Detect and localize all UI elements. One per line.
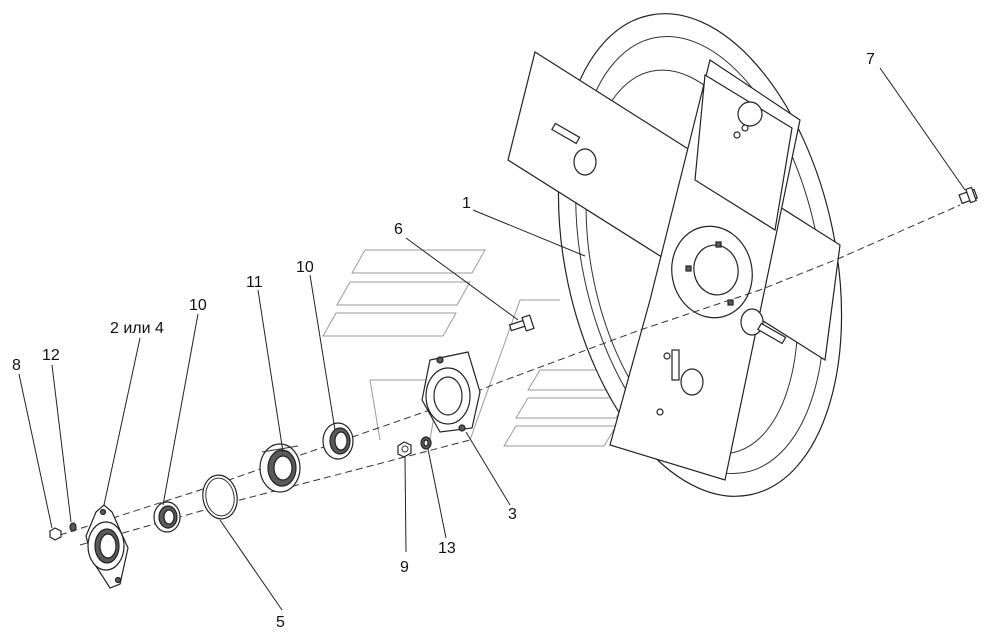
keyhole-slot-bottom bbox=[671, 349, 704, 396]
seal-ring-part-10-left bbox=[153, 501, 181, 533]
flange-cover-part-2-or-4 bbox=[85, 504, 129, 589]
keyhole-slot-left bbox=[551, 122, 597, 176]
callout-10-left: 10 bbox=[189, 297, 207, 314]
callout-labels: 1 6 7 10 11 10 2 или 4 12 8 5 9 13 3 bbox=[12, 51, 875, 631]
washer-part-12 bbox=[69, 522, 77, 532]
callout-9: 9 bbox=[400, 559, 409, 576]
callout-5: 5 bbox=[276, 614, 285, 631]
leader-lines bbox=[18, 67, 966, 611]
seal-ring-part-10-right bbox=[322, 422, 354, 460]
callout-10-right: 10 bbox=[296, 259, 314, 276]
keyhole-slot-right bbox=[740, 308, 787, 345]
nut-part-8 bbox=[49, 527, 62, 541]
washer-part-13 bbox=[420, 436, 432, 450]
callout-2-or-4: 2 или 4 bbox=[110, 320, 164, 337]
callout-11: 11 bbox=[246, 274, 263, 291]
wheel-assembly-part-1 bbox=[507, 13, 843, 497]
callout-13: 13 bbox=[438, 540, 456, 557]
callout-8: 8 bbox=[12, 357, 21, 374]
assembly-axis-secondary bbox=[79, 439, 471, 546]
callout-12: 12 bbox=[42, 347, 60, 364]
callout-7: 7 bbox=[866, 51, 875, 68]
o-ring-part-5 bbox=[202, 474, 238, 520]
callout-3: 3 bbox=[508, 506, 517, 523]
flanged-housing-part-3 bbox=[421, 351, 481, 433]
nut-part-9 bbox=[397, 441, 412, 458]
bolt-part-6 bbox=[508, 314, 535, 332]
assembly-center-axis bbox=[59, 204, 961, 536]
bolt-part-7 bbox=[958, 186, 978, 205]
callout-1: 1 bbox=[462, 195, 471, 212]
bearing-part-11 bbox=[259, 443, 301, 493]
callout-6: 6 bbox=[394, 221, 403, 238]
